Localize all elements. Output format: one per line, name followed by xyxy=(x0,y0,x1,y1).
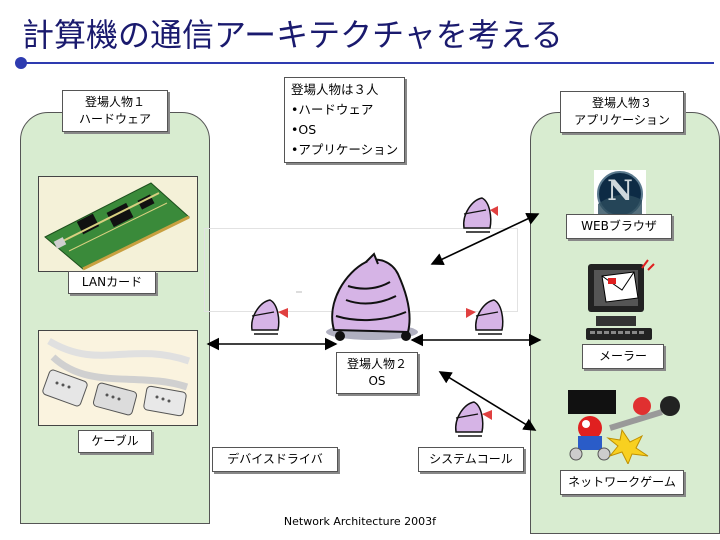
system-call-label: システムコール xyxy=(418,447,524,472)
messenger-creature-left xyxy=(246,296,288,336)
slide-footer: Network Architecture 2003f xyxy=(283,515,437,528)
network-game-image xyxy=(558,384,684,464)
web-browser-label: WEBブラウザ xyxy=(566,214,672,239)
cable-label: ケーブル xyxy=(78,430,152,453)
os-character-image xyxy=(316,252,424,344)
cable-image xyxy=(38,330,198,426)
application-character-label: 登場人物３ アプリケーション xyxy=(560,91,684,133)
lan-card-image xyxy=(38,176,198,272)
note-item-os: •OS xyxy=(291,122,317,137)
mail-computer-icon xyxy=(582,258,660,344)
messenger-creature-right xyxy=(466,296,508,336)
note-heading: 登場人物は３人 xyxy=(291,82,379,97)
os-character-number: 登場人物２ xyxy=(346,357,407,371)
application-character-number: 登場人物３ xyxy=(591,96,652,110)
note-item-hardware: •ハードウェア xyxy=(291,102,374,117)
title-underline xyxy=(15,57,714,69)
note-item-application: •アプリケーション xyxy=(291,142,399,157)
network-game-label: ネットワークゲーム xyxy=(560,470,684,495)
device-driver-label: デバイスドライバ xyxy=(212,447,338,472)
messenger-creature-bottom xyxy=(450,398,492,438)
hardware-character-label: 登場人物１ ハードウェア xyxy=(62,90,168,132)
hardware-character-role: ハードウェア xyxy=(78,112,151,126)
os-character-label: 登場人物２ OS xyxy=(336,352,418,394)
hardware-character-number: 登場人物１ xyxy=(84,95,145,109)
browser-logo-icon: N xyxy=(594,170,646,218)
characters-note: 登場人物は３人 •ハードウェア •OS •アプリケーション xyxy=(284,77,406,163)
slide-title: 計算機の通信アーキテクチャを考える xyxy=(22,16,563,54)
browser-logo-letter: N xyxy=(607,174,633,207)
mailer-label: メーラー xyxy=(582,344,664,369)
os-character-role: OS xyxy=(368,374,386,388)
application-character-role: アプリケーション xyxy=(574,113,670,127)
lan-card-label: LANカード xyxy=(68,271,156,294)
messenger-creature-top xyxy=(458,194,498,234)
